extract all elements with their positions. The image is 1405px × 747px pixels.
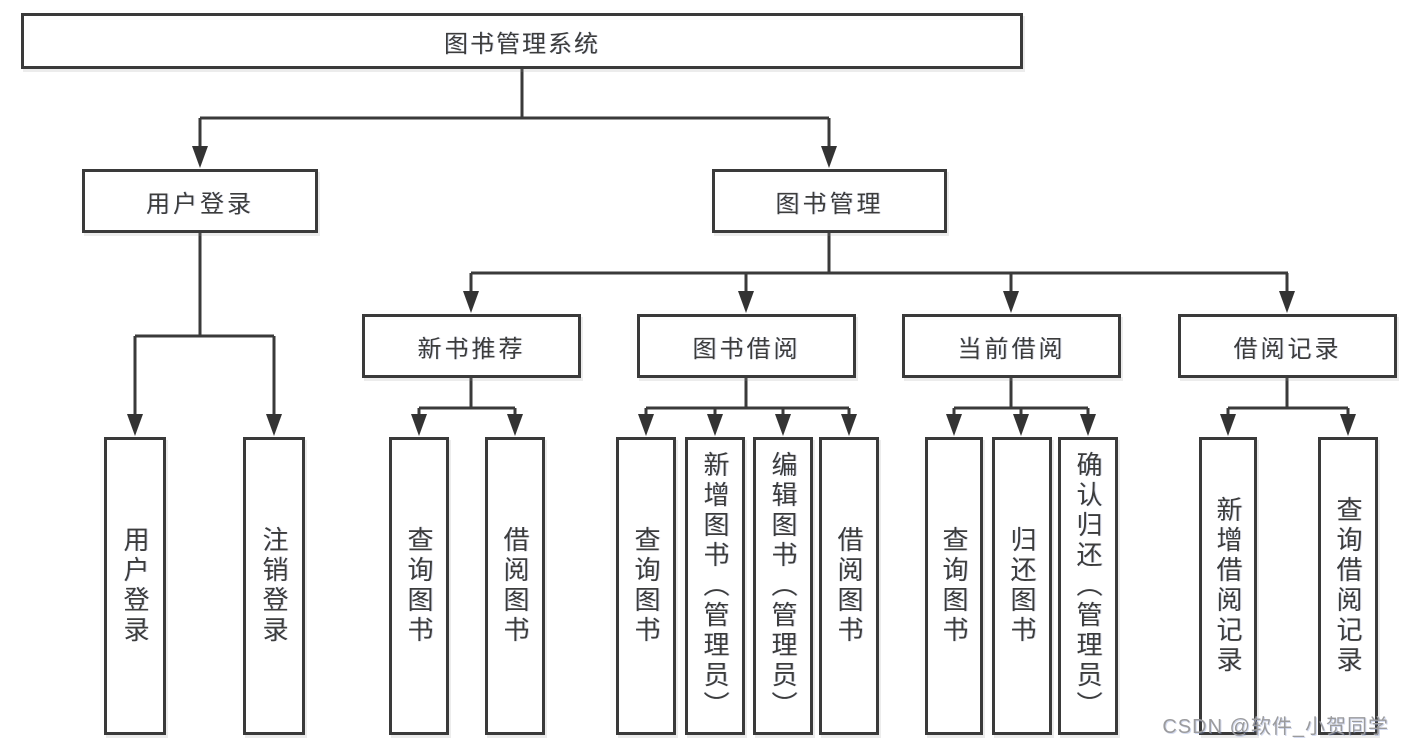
node-current-borrow: 当前借阅 (902, 314, 1121, 378)
csdn-watermark: CSDN @软件_小贺同学 (1162, 716, 1389, 738)
node-book-management: 图书管理 (712, 169, 947, 233)
leaf-confirm-return-admin: 确认归还（管理员） (1058, 437, 1118, 735)
arrowhead (1013, 414, 1029, 436)
arrowhead (127, 414, 143, 436)
arrowhead (1003, 291, 1019, 313)
leaf-add-book-admin: 新增图书（管理员） (685, 437, 745, 735)
leaf-borrow-book: 借阅图书 (819, 437, 879, 735)
arrowhead (192, 146, 208, 168)
node-label: 用户登录 (120, 526, 150, 646)
arrowhead (775, 414, 791, 436)
arrowhead (1080, 414, 1096, 436)
connector-current-borrow-children (946, 378, 1096, 436)
node-root-library-system: 图书管理系统 (21, 13, 1023, 69)
leaf-logout: 注销登录 (243, 437, 305, 735)
connector-new-book-children (411, 378, 523, 436)
node-label: 查询图书 (939, 526, 969, 646)
node-label: 借阅图书 (500, 526, 530, 646)
node-label: 新增图书（管理员） (700, 451, 730, 721)
node-label: 查询图书 (631, 526, 661, 646)
node-label: 图书借阅 (692, 335, 801, 363)
leaf-query-book-recommend: 查询图书 (389, 437, 449, 735)
node-label: 借阅图书 (834, 526, 864, 646)
arrowhead (841, 414, 857, 436)
leaf-user-login: 用户登录 (104, 437, 166, 735)
leaf-query-book-current: 查询图书 (925, 437, 983, 735)
node-label: 新增借阅记录 (1213, 496, 1243, 676)
arrowhead (507, 414, 523, 436)
arrowhead (738, 291, 754, 313)
node-label: 用户登录 (146, 190, 254, 218)
arrowhead (1220, 414, 1236, 436)
node-label: 注销登录 (259, 526, 289, 646)
node-label: 当前借阅 (957, 335, 1066, 363)
node-label: 图书管理系统 (444, 30, 600, 58)
node-label: 查询图书 (404, 526, 434, 646)
connector-book-borrow-children (638, 378, 857, 436)
node-label: 图书管理 (775, 190, 884, 218)
arrowhead (821, 146, 837, 168)
arrowhead (411, 414, 427, 436)
arrowhead (463, 291, 479, 313)
node-book-borrow: 图书借阅 (637, 314, 856, 378)
arrowhead (266, 414, 282, 436)
arrowhead (1340, 414, 1356, 436)
connector-book-mgmt-to-level3 (463, 233, 1295, 313)
node-label: 归还图书 (1007, 526, 1037, 646)
leaf-return-book: 归还图书 (992, 437, 1052, 735)
leaf-add-borrow-record: 新增借阅记录 (1199, 437, 1257, 735)
node-new-book-recommend: 新书推荐 (362, 314, 581, 378)
leaf-borrow-book-recommend: 借阅图书 (485, 437, 545, 735)
connector-user-login-children (127, 232, 282, 436)
leaf-query-book-borrow: 查询图书 (616, 437, 676, 735)
arrowhead (946, 414, 962, 436)
leaf-edit-book-admin: 编辑图书（管理员） (753, 437, 813, 735)
connector-root-to-level2 (192, 69, 837, 168)
arrowhead (707, 414, 723, 436)
connector-borrow-record-children (1220, 378, 1356, 436)
node-label: 查询借阅记录 (1333, 496, 1363, 676)
arrowhead (638, 414, 654, 436)
node-label: 借阅记录 (1233, 335, 1342, 363)
node-label: 编辑图书（管理员） (768, 451, 798, 721)
node-label: 确认归还（管理员） (1073, 451, 1103, 721)
node-label: 新书推荐 (417, 335, 526, 363)
leaf-query-borrow-record: 查询借阅记录 (1318, 437, 1378, 735)
node-user-login: 用户登录 (82, 169, 318, 233)
arrowhead (1279, 291, 1295, 313)
node-borrow-record: 借阅记录 (1178, 314, 1397, 378)
